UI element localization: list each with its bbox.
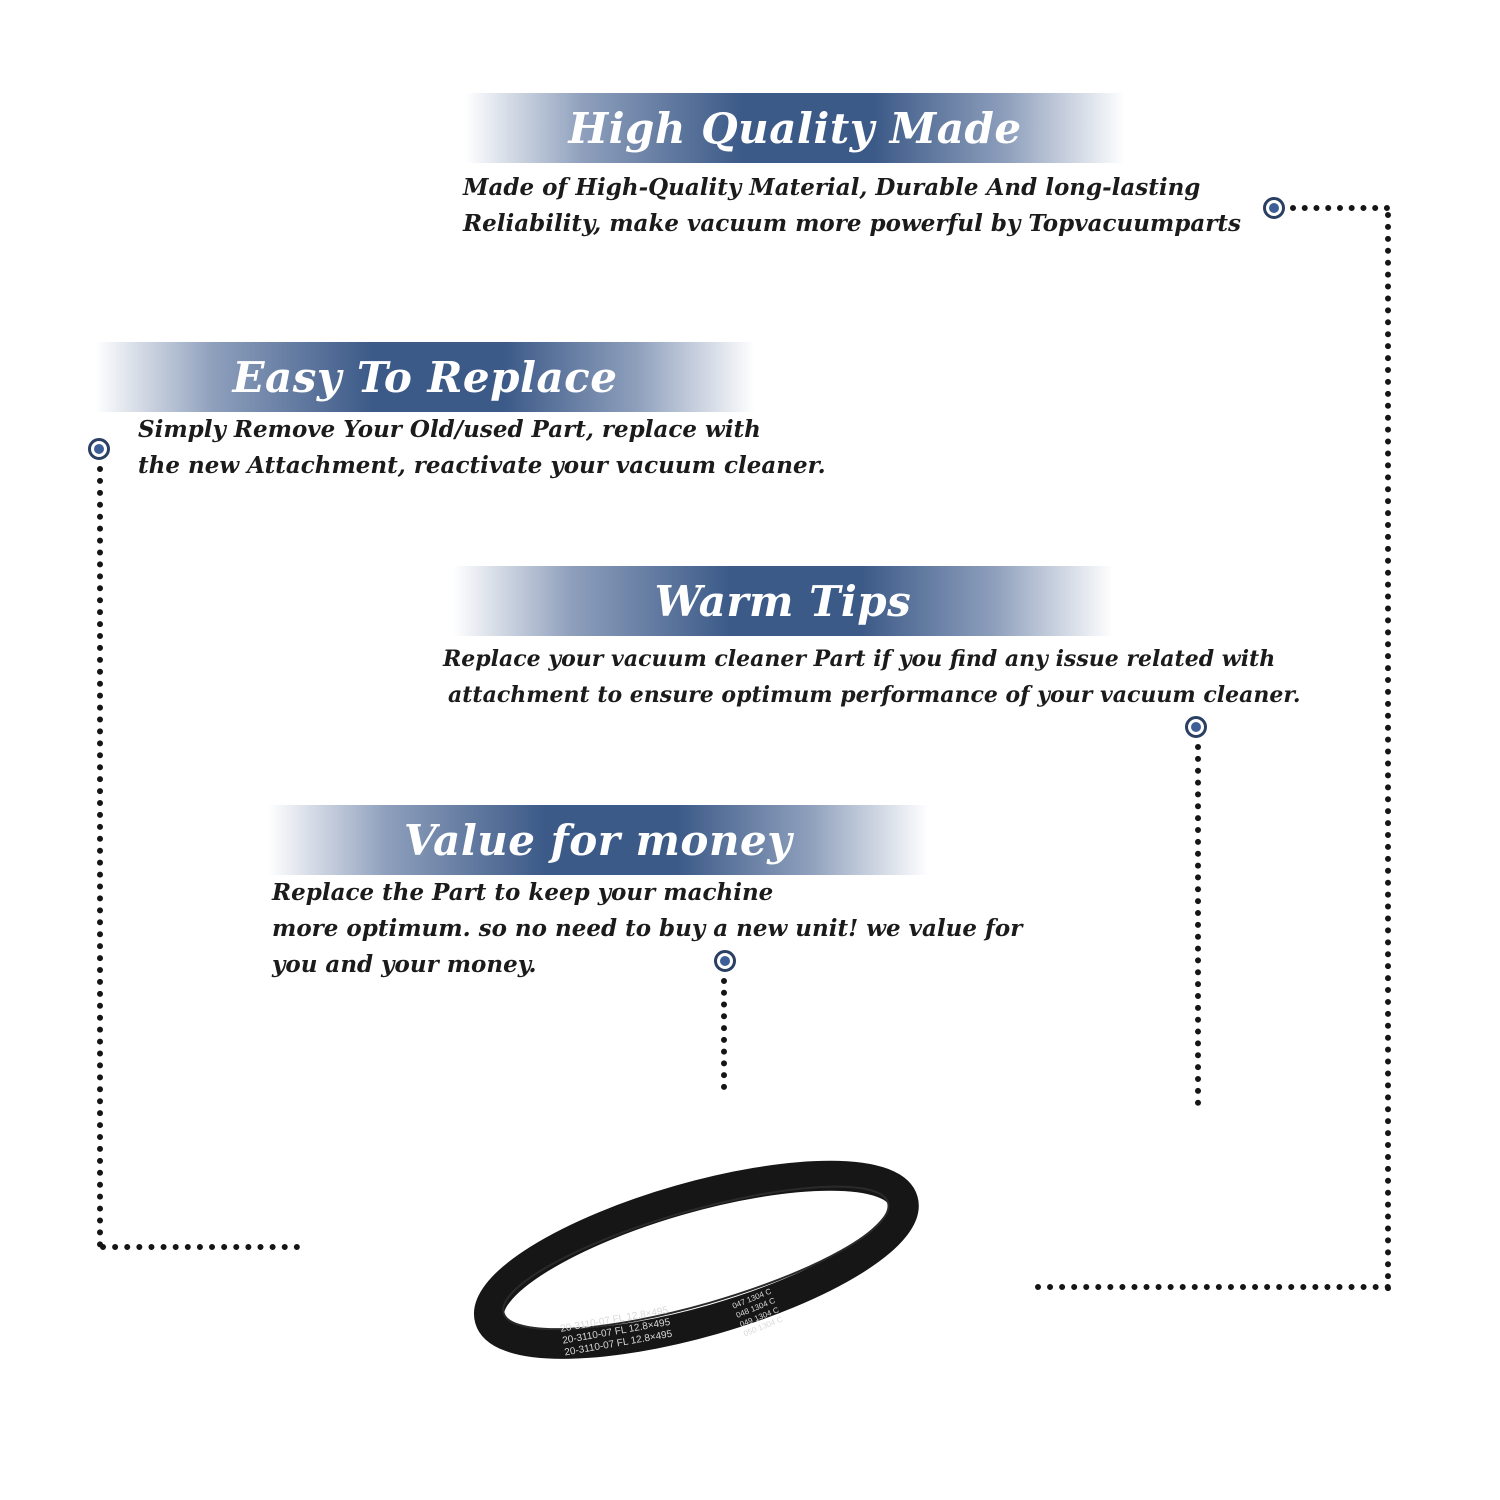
description-line: more optimum. so no need to buy a new un… <box>272 915 1023 942</box>
dotted-connector <box>721 978 727 1090</box>
banner-value-money: Value for money <box>268 805 928 875</box>
banner-easy-replace: Easy To Replace <box>95 342 755 412</box>
banner-high-quality: High Quality Made <box>465 93 1125 163</box>
vacuum-belt-image: 20-3110-07 FL 12.8×495 20-3110-07 FL 12.… <box>474 1160 919 1359</box>
dotted-connector <box>97 466 103 1248</box>
description-line: Replace your vacuum cleaner Part if you … <box>443 646 1276 672</box>
connector-dot-icon <box>1185 716 1207 738</box>
section-description: Simply Remove Your Old/used Part, replac… <box>138 412 826 484</box>
section-description: Replace the Part to keep your machine mo… <box>272 875 1022 983</box>
description-line: you and your money. <box>272 951 537 978</box>
belt-outer <box>474 1160 919 1359</box>
banner-warm-tips: Warm Tips <box>453 566 1113 636</box>
banner-title: Easy To Replace <box>232 352 618 402</box>
belt-inner-edge <box>502 1185 890 1331</box>
section-description: Made of High-Quality Material, Durable A… <box>463 170 1241 242</box>
connector-dot-icon <box>714 950 736 972</box>
description-line: attachment to ensure optimum performance… <box>448 682 1301 708</box>
dotted-connector <box>100 1244 300 1250</box>
description-line: Made of High-Quality Material, Durable A… <box>463 174 1201 201</box>
connector-dot-icon <box>1263 197 1285 219</box>
dotted-connector <box>1035 1284 1391 1290</box>
banner-title: Value for money <box>403 815 793 865</box>
dotted-connector <box>1290 205 1390 211</box>
section-description: Replace your vacuum cleaner Part if you … <box>443 641 1301 713</box>
banner-title: High Quality Made <box>568 103 1022 153</box>
description-line: Replace the Part to keep your machine <box>272 879 774 906</box>
banner-title: Warm Tips <box>654 576 912 626</box>
connector-dot-icon <box>88 438 110 460</box>
dotted-connector <box>1385 212 1391 1292</box>
description-line: Simply Remove Your Old/used Part, replac… <box>138 416 761 443</box>
dotted-connector <box>1195 744 1201 1106</box>
description-line: the new Attachment, reactivate your vacu… <box>138 452 826 479</box>
description-line: Reliability, make vacuum more powerful b… <box>463 210 1241 237</box>
